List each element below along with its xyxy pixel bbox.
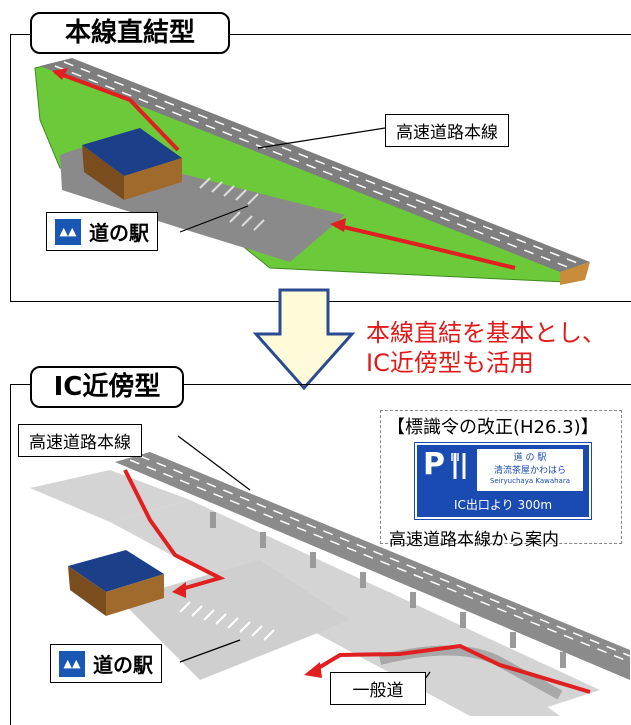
top-illustration	[34, 58, 590, 285]
bottom-station-roof	[68, 550, 164, 592]
top-highway-callout: 高速道路本線	[385, 114, 509, 147]
top-panel-title: 本線直結型	[30, 12, 230, 54]
bottom-highway-surface	[115, 452, 630, 680]
top-station-callout: ▲▲ 道の駅	[46, 212, 158, 251]
local-road-callout: 一般道	[330, 672, 426, 705]
bottom-station-wall-side	[68, 566, 106, 616]
parking-symbol: P	[423, 447, 445, 482]
transition-note-line2: IC近傍型も活用	[366, 349, 534, 377]
sign-header: 道 の 駅	[513, 453, 547, 463]
sign-panel-title: 【標識令の改正(H26.3)】	[387, 417, 599, 438]
top-station-roof	[82, 128, 182, 176]
top-route-arrow-lower	[334, 223, 516, 270]
knife-fork-icon	[451, 453, 466, 479]
transition-arrow	[252, 288, 356, 391]
top-route-arrow-upper	[54, 70, 180, 152]
top-station-label: 道の駅	[89, 221, 149, 245]
bottom-station-callout: ▲▲ 道の駅	[50, 644, 162, 683]
bottom-highway-callout: 高速道路本線	[18, 424, 142, 457]
bottom-panel-frame	[10, 384, 631, 725]
top-highway-shoulder	[560, 262, 590, 285]
roadside-station-sign: P 道 の 駅 清流茶屋かわはら Seiryuchaya Kawahara IC…	[414, 442, 592, 520]
top-highway-surface	[40, 58, 590, 272]
bottom-station-label: 道の駅	[93, 653, 153, 677]
sign-name-jp: 清流茶屋かわはら	[493, 466, 566, 476]
bottom-panel-title: IC近傍型	[30, 366, 184, 408]
transition-note-line1: 本線直結を基本とし、	[366, 319, 606, 347]
bottom-route-arrow-upper	[123, 469, 226, 592]
sign-name-en: Seiryuchaya Kawahara	[489, 477, 571, 485]
bottom-station-wall-front	[106, 574, 164, 616]
roadside-station-icon: ▲▲	[55, 218, 81, 245]
local-road-left	[30, 470, 190, 522]
top-station-wall-side	[82, 145, 124, 200]
top-station-wall-front	[124, 158, 182, 200]
roadside-station-icon: ▲▲	[59, 650, 85, 677]
sign-caption: 高速道路本線から案内	[389, 530, 559, 550]
sign-panel: 【標識令の改正(H26.3)】 P 道 の 駅 清流茶屋かわはら Seiryuc…	[380, 410, 622, 550]
sign-name-plate: 道 の 駅 清流茶屋かわはら Seiryuchaya Kawahara	[477, 449, 583, 491]
sign-distance: IC出口より 300m	[453, 498, 553, 512]
bottom-route-arrow-lower	[313, 643, 591, 694]
